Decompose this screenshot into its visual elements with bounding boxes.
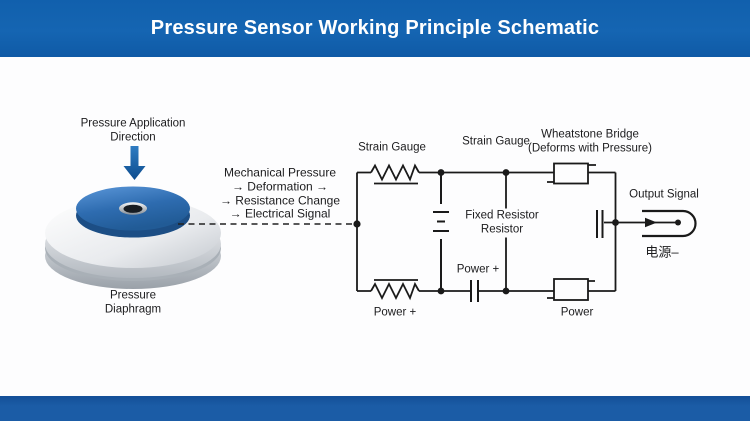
output-connector	[642, 209, 697, 238]
capacitor-bottom	[470, 280, 479, 302]
fixed-resistor-label: Fixed Resistor Resistor	[462, 208, 542, 238]
wheatstone-bridge-label: Wheatstone Bridge (Deforms with Pressure…	[528, 128, 652, 155]
header-bar: Pressure Sensor Working Principle Schema…	[0, 0, 750, 57]
output-signal-label: Output Signal	[629, 188, 699, 201]
pressure-arrow-icon	[123, 146, 146, 180]
strain-gauge-resistor-top	[370, 163, 420, 185]
center-hole	[123, 204, 143, 213]
power-plus-gauge-label: Power +	[373, 306, 417, 319]
junction-dots	[353, 169, 681, 295]
diaphragm-illustration	[45, 186, 221, 289]
pressure-application-direction-label: Pressure Application Direction	[80, 117, 186, 144]
strain-gauge-label-middle: Strain Gauge	[462, 135, 530, 148]
signal-conversion-process-label: Mechanical Pressure → Deformation → → Re…	[219, 165, 341, 221]
supply-negative-label: 电源–	[645, 244, 679, 260]
footer-bar	[0, 396, 750, 421]
power-label: Power	[560, 306, 594, 319]
bridge-resistor-top	[547, 162, 596, 185]
output-arrowhead-icon	[645, 217, 657, 228]
power-plus-capacitor-label: Power +	[456, 263, 500, 276]
battery-symbol	[433, 172, 449, 291]
circuit-schematic	[353, 162, 697, 302]
strain-gauge-label-left: Strain Gauge	[358, 141, 426, 154]
bridge-resistor-bottom	[547, 278, 595, 301]
strain-gauge-resistor-bottom	[370, 279, 420, 301]
capacitor-output	[596, 210, 604, 238]
page-title: Pressure Sensor Working Principle Schema…	[150, 17, 600, 39]
pressure-diaphragm-label: Pressure Diaphragm	[104, 289, 162, 316]
